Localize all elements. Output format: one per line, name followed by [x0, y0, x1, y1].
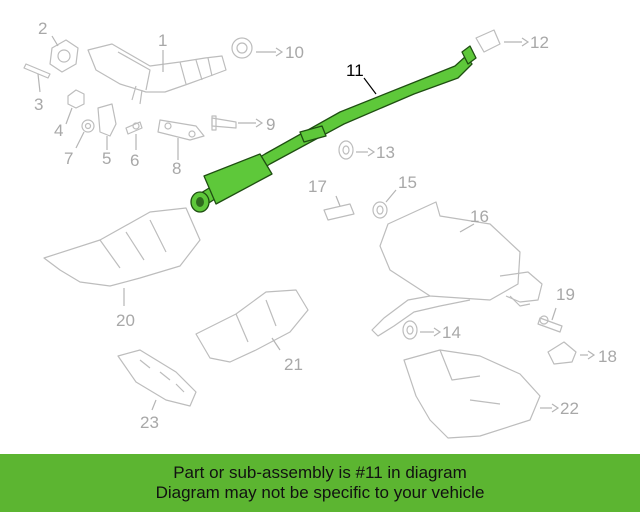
- part-14-rubber-hanger[interactable]: [402, 320, 418, 340]
- part-6-bolt[interactable]: [125, 121, 143, 135]
- part-19-bolt[interactable]: [537, 315, 563, 333]
- callout-23: 23: [140, 413, 159, 432]
- part-21-center-heat-shield[interactable]: [195, 289, 309, 363]
- callout-7: 7: [64, 149, 73, 168]
- part-23-heat-shield[interactable]: [117, 349, 197, 407]
- callout-6: 6: [130, 151, 139, 170]
- part-3-stud[interactable]: [23, 63, 51, 79]
- callout-5: 5: [102, 149, 111, 168]
- callout-3: 3: [34, 95, 43, 114]
- callout-13: 13: [376, 143, 395, 162]
- part-12-bracket[interactable]: [475, 29, 501, 53]
- callout-9: 9: [266, 115, 275, 134]
- part-11-intermediate-pipe[interactable]: [190, 45, 477, 213]
- callout-17: 17: [308, 177, 327, 196]
- callout-8: 8: [172, 159, 181, 178]
- part-18-bracket[interactable]: [547, 341, 577, 365]
- part-1-catalytic-converter[interactable]: [87, 43, 227, 105]
- part-5-bracket[interactable]: [97, 103, 117, 137]
- part-7-nut[interactable]: [81, 119, 95, 133]
- part-20-front-heat-shield[interactable]: [43, 207, 201, 287]
- part-13-rubber-hanger[interactable]: [338, 140, 354, 160]
- footer-banner: Part or sub-assembly is #11 in diagram D…: [0, 454, 640, 512]
- part-9-bolt[interactable]: [211, 115, 237, 131]
- footer-line-1: Part or sub-assembly is #11 in diagram: [173, 463, 467, 482]
- callout-16: 16: [470, 207, 489, 226]
- callout-1: 1: [158, 31, 167, 50]
- part-17-bracket[interactable]: [323, 203, 355, 221]
- callout-18: 18: [598, 347, 617, 366]
- part-22-rear-heat-shield[interactable]: [403, 349, 541, 439]
- callout-20: 20: [116, 311, 135, 330]
- callout-22: 22: [560, 399, 579, 418]
- callout-10: 10: [285, 43, 304, 62]
- part-16-rear-muffler[interactable]: [371, 201, 543, 337]
- callout-15: 15: [398, 173, 417, 192]
- part-4-nut[interactable]: [67, 89, 85, 109]
- part-10-gasket-ring[interactable]: [231, 37, 253, 59]
- callout-14: 14: [442, 323, 461, 342]
- callout-21: 21: [284, 355, 303, 374]
- exhaust-system-diagram: 1 2 3 4 5 6 7 8 9 10 11 12 13 14 15 16 1…: [23, 19, 617, 439]
- callout-4: 4: [54, 121, 63, 140]
- callout-12: 12: [530, 33, 549, 52]
- footer-line-2: Diagram may not be specific to your vehi…: [155, 483, 485, 502]
- part-15-rubber-hanger[interactable]: [372, 201, 388, 219]
- callout-11: 11: [346, 61, 364, 80]
- part-8-flange-gasket[interactable]: [157, 119, 205, 141]
- callout-19: 19: [556, 285, 575, 304]
- part-2-gasket[interactable]: [49, 39, 79, 73]
- callout-2: 2: [38, 19, 47, 38]
